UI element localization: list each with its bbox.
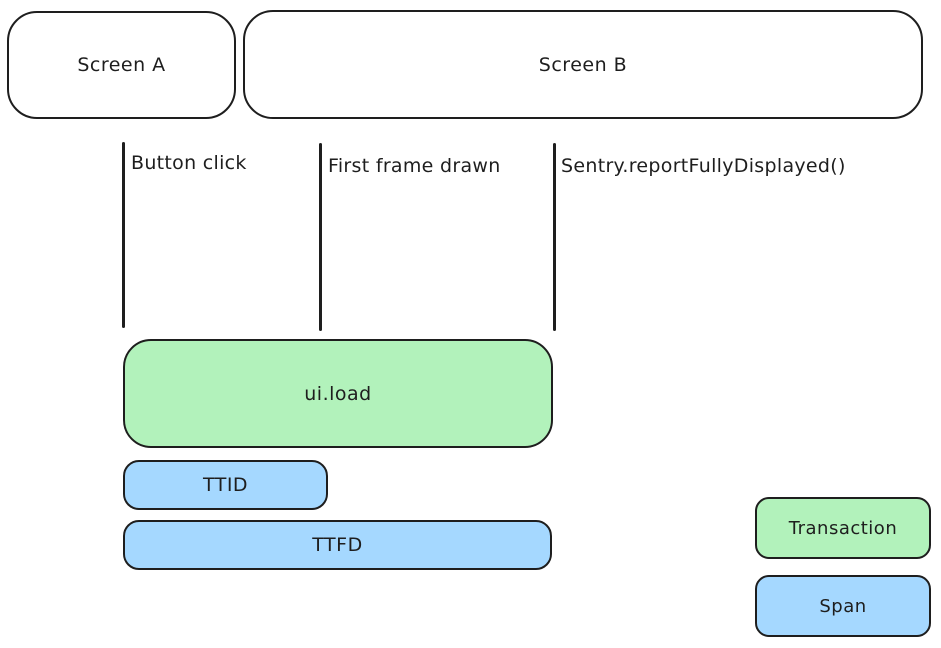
marker-label-button-click: Button click [131, 152, 247, 174]
ttid-bar-label: TTID [202, 474, 249, 496]
legend-transaction-label: Transaction [788, 517, 898, 539]
transaction-bar-ui-load: ui.load [123, 339, 553, 448]
marker-label-report-fully-displayed: Sentry.reportFullyDisplayed() [561, 155, 846, 177]
marker-line-button-click [122, 142, 125, 328]
screen-b-box: Screen B [243, 10, 923, 119]
screen-b-label: Screen B [538, 53, 628, 76]
marker-label-first-frame-drawn: First frame drawn [328, 155, 501, 177]
screen-a-label: Screen A [77, 54, 166, 76]
legend-span-box: Span [755, 575, 931, 637]
span-bar-ttfd: TTFD [123, 520, 552, 570]
marker-line-first-frame-drawn [319, 143, 322, 331]
ttfd-bar-label: TTFD [312, 534, 363, 556]
legend-transaction-box: Transaction [755, 497, 931, 559]
legend-span-label: Span [819, 595, 867, 617]
marker-line-report-fully-displayed [553, 143, 556, 331]
transaction-bar-label: ui.load [304, 382, 372, 405]
span-bar-ttid: TTID [123, 460, 328, 510]
screen-a-box: Screen A [7, 11, 236, 119]
